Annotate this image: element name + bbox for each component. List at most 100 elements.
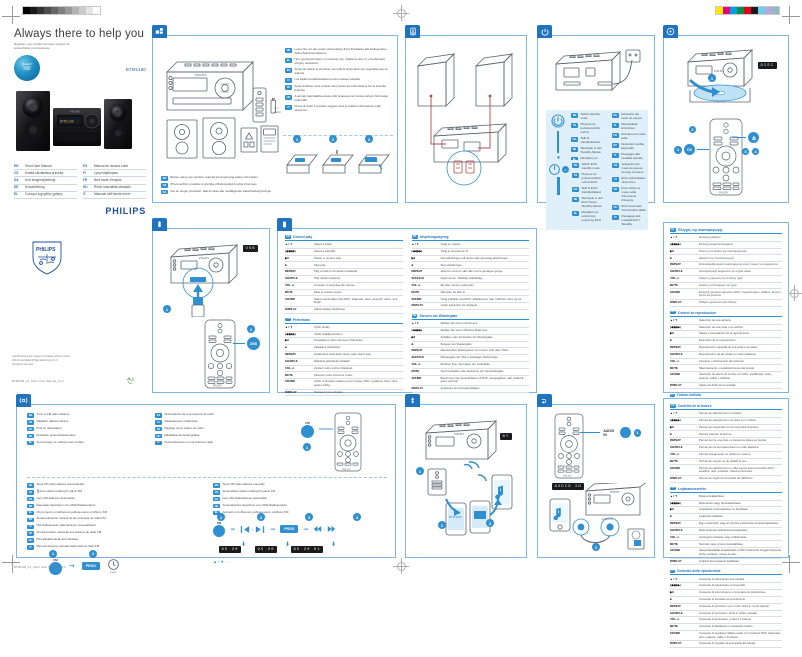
note-text: ECO-valmiustilaan siirtyminen: [621, 175, 646, 184]
color-swatch: [65, 7, 72, 14]
reference-table-title: Contrôle de la lecture: [677, 404, 712, 408]
table-row: VOL +/-Erhöhen bzw. Verringern der Lauts…: [411, 362, 529, 369]
prog-button-badge[interactable]: PROG: [81, 562, 100, 571]
note-language-code: HU: [612, 205, 619, 210]
color-swatch: [23, 7, 30, 14]
language-code: IT: [83, 192, 86, 197]
table-row: ▲ / ▼Vælg en mappe: [411, 242, 529, 249]
reference-value: Afspil numre i tilfældig rækkefølge: [440, 276, 483, 281]
reference-key: ■: [285, 262, 287, 267]
page-title: Always there to help you: [14, 28, 145, 40]
reference-key: SHUFFLE: [670, 527, 683, 532]
reference-table-language: EN: [285, 234, 291, 239]
radio-icon: [16, 394, 31, 407]
fm-button-badge-auto[interactable]: [49, 561, 62, 575]
note-language-code: EN: [27, 413, 34, 418]
reference-key: REPEAT: [411, 348, 423, 353]
table-row: ■Stop play: [285, 262, 403, 270]
reference-value: Consente di scegliere l'effetto audio co…: [699, 631, 782, 639]
table-row: ■Stop afspilningen: [411, 262, 529, 270]
eject-button-badge[interactable]: [748, 132, 759, 143]
document-footer-code: BTM1180_12_Short User Manual_V1.0: [14, 566, 66, 569]
reference-value: Anpassen der Anzeigehelligkeit: [440, 386, 480, 391]
cd-button-badge[interactable]: CD: [684, 144, 695, 155]
reference-key: MUTE: [670, 624, 678, 629]
color-swatch: [758, 7, 765, 14]
reference-key: SOUND: [670, 372, 680, 377]
note-text: Switch ECO standby mode: [581, 162, 600, 170]
reference-value: Permet de régler la luminosité de l'affi…: [699, 476, 753, 481]
language-label: Krátká uživatelská příručka: [25, 170, 64, 175]
reference-value: Play tracks randomly: [314, 276, 340, 281]
note-text: Før du bruger produktet, skal du læse al…: [170, 188, 272, 193]
fm-button-badge-manual[interactable]: [213, 525, 225, 538]
panel-usb: PHILIPS USB 1: [152, 218, 270, 393]
usb-button-badge[interactable]: USB: [247, 337, 260, 350]
note-language-code: CS: [571, 123, 578, 128]
svg-text:PHILIPS: PHILIPS: [36, 247, 56, 253]
color-swatch: [86, 7, 93, 14]
table-row: VOL +/-Zvýšení nebo snížení hlasitosti: [285, 366, 403, 373]
prog-button-badge-manual[interactable]: PROG: [280, 525, 299, 534]
philips-shield-logo: PHILIPS: [30, 238, 64, 281]
note-language-code: CS: [161, 183, 168, 188]
reference-key: ▲ / ▼: [670, 411, 678, 416]
reference-value: Consente di selezionare un brano/file: [699, 583, 746, 588]
fm-button-badge[interactable]: [301, 425, 314, 438]
reference-key: ▶II: [285, 338, 289, 343]
reference-key: |◀◀ ▶▶|: [670, 241, 681, 246]
reference-key: ■: [411, 341, 414, 346]
note-language-code: CS: [572, 173, 579, 178]
reference-value: Anhalten oder Fortsetzen der Wiedergabe: [440, 334, 493, 339]
note-language-code: DA: [213, 497, 220, 502]
audio-in-button-badge[interactable]: [620, 427, 631, 438]
reference-key: MUTE: [670, 365, 678, 370]
svg-text:PHILIPS: PHILIPS: [195, 73, 207, 77]
note-language-code: DE: [27, 503, 34, 509]
note-language-code: EN: [161, 176, 168, 181]
reference-key: ■: [670, 596, 672, 601]
note-language-code: HU: [285, 95, 292, 100]
note-text: Activación del modo de espera: [621, 112, 642, 120]
note-language-code: FI: [155, 420, 162, 425]
table-row: |◀◀ ▶▶|Consente di selezionare un brano/…: [670, 583, 782, 591]
reference-key: SHUFFLE: [670, 351, 683, 356]
reference-value: Διακοπή της αναπαραγωγής: [699, 255, 735, 260]
cover-block: Always there to help you Register your p…: [14, 28, 146, 216]
note-text: Valmiustilaan siirtyminen: [621, 122, 638, 130]
color-swatch: [723, 7, 730, 14]
reference-value: Wählen Sie einen Ordner aus: [440, 321, 478, 326]
note-text: Memorizzazione manuale delle stazioni ra…: [36, 543, 100, 548]
reference-key: ▶II: [411, 334, 416, 339]
reference-key: VOL +/-: [285, 365, 295, 370]
note-language-code: DE: [571, 147, 578, 152]
reference-value: Consente di selezionare una cartella: [699, 576, 745, 581]
